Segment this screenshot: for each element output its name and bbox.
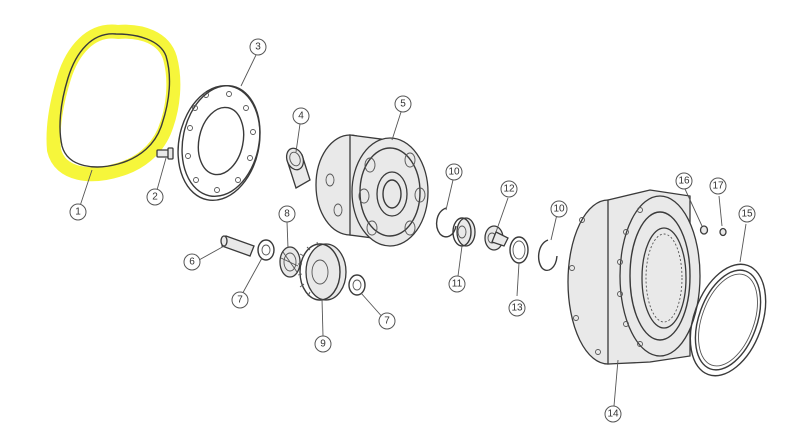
part-1-o-ring xyxy=(59,33,171,168)
part-14-ring-gear-housing xyxy=(567,189,701,365)
callout-5-label: 5 xyxy=(400,99,406,110)
callout-2: 2 xyxy=(146,188,164,206)
part-5-planet-carrier xyxy=(315,134,429,247)
callout-2-label: 2 xyxy=(152,192,158,203)
callout-4: 4 xyxy=(292,107,310,125)
part-11-bearing xyxy=(452,217,476,247)
callout-8: 8 xyxy=(278,205,296,223)
callout-13: 13 xyxy=(508,299,526,317)
callout-3: 3 xyxy=(249,38,267,56)
callout-7-right: 7 xyxy=(378,312,396,330)
part-13-thrust-washer xyxy=(509,236,529,264)
highlighter-mark xyxy=(46,24,181,182)
callout-9: 9 xyxy=(314,335,332,353)
leader-lines xyxy=(79,54,747,407)
part-4-bushing xyxy=(285,147,311,189)
callout-11-label: 11 xyxy=(452,279,463,290)
part-17-plug xyxy=(719,227,727,237)
callout-10-right-label: 10 xyxy=(553,204,565,215)
callout-14: 14 xyxy=(604,405,622,423)
part-7-washer-left xyxy=(257,239,275,261)
callout-16: 16 xyxy=(675,172,693,190)
part-9-planet-gear xyxy=(297,241,347,301)
part-2-screw xyxy=(156,147,174,160)
part-3-flange-plate xyxy=(177,84,261,202)
callout-7-left: 7 xyxy=(231,291,249,309)
callout-17-label: 17 xyxy=(712,181,724,192)
callout-10-left: 10 xyxy=(445,163,463,181)
callout-4-label: 4 xyxy=(298,111,304,122)
part-16-nut xyxy=(699,225,709,235)
callout-7-right-label: 7 xyxy=(384,316,390,327)
callout-10-right: 10 xyxy=(550,200,568,218)
part-7-washer-right xyxy=(348,274,366,296)
callout-11: 11 xyxy=(448,275,466,293)
callout-9-label: 9 xyxy=(320,339,326,350)
callout-15-label: 15 xyxy=(741,209,753,220)
part-12-sun-gear xyxy=(484,225,509,251)
callout-1: 1 xyxy=(69,203,87,221)
callout-14-label: 14 xyxy=(607,409,619,420)
callout-8-label: 8 xyxy=(284,209,290,220)
part-8-needle-bearing xyxy=(279,246,301,278)
callout-5: 5 xyxy=(394,95,412,113)
callout-7-left-label: 7 xyxy=(237,295,243,306)
callout-17: 17 xyxy=(709,177,727,195)
part-15-seal-ring xyxy=(689,263,767,377)
callout-15: 15 xyxy=(738,205,756,223)
callout-6: 6 xyxy=(183,253,201,271)
callout-12-label: 12 xyxy=(503,184,515,195)
callout-6-label: 6 xyxy=(189,257,195,268)
callout-16-label: 16 xyxy=(678,176,690,187)
callout-1-label: 1 xyxy=(75,207,81,218)
part-6-pin xyxy=(220,235,255,257)
part-10-circlip-right xyxy=(537,239,558,272)
callout-13-label: 13 xyxy=(511,303,523,314)
callout-3-label: 3 xyxy=(255,42,261,53)
callout-10-left-label: 10 xyxy=(448,167,460,178)
callout-12: 12 xyxy=(500,180,518,198)
